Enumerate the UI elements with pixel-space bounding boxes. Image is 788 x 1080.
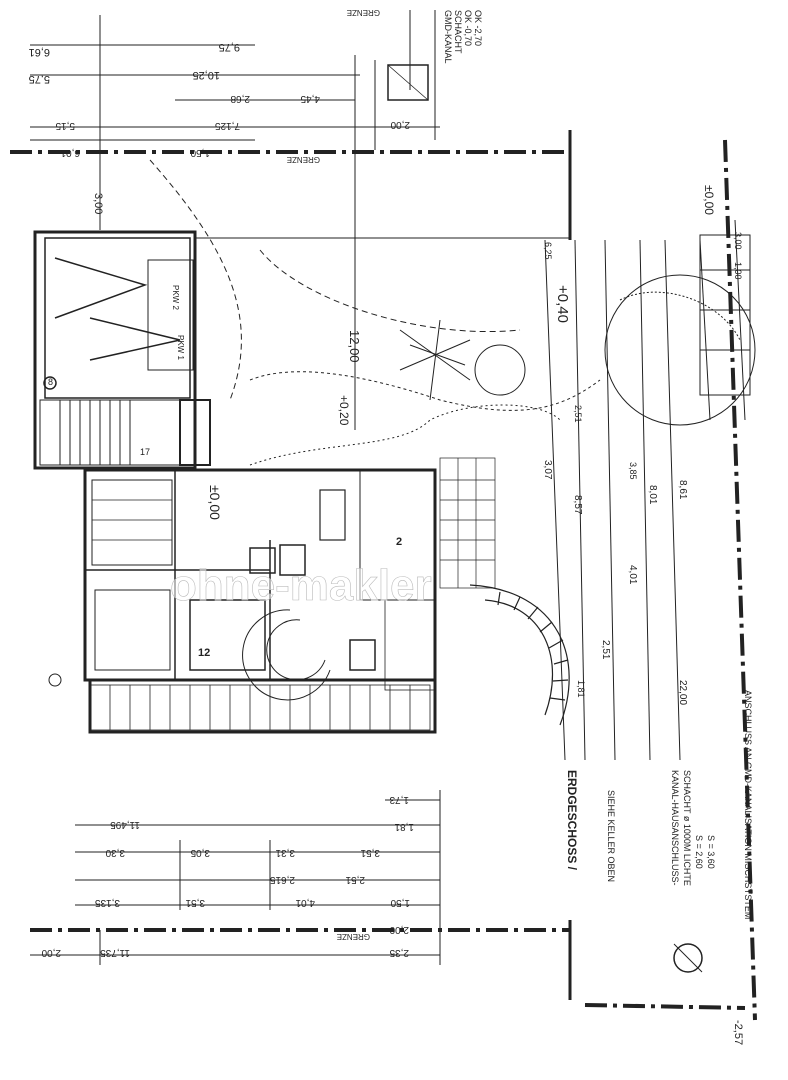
room-12: 12 xyxy=(198,647,210,659)
dim-150: 1,50 xyxy=(190,147,210,158)
interior-walls xyxy=(85,469,436,680)
dim-100: 1,00 xyxy=(733,262,743,280)
dim-857: 8,57 xyxy=(572,495,583,515)
dim-575: 5,75 xyxy=(29,73,50,85)
stairs-left xyxy=(39,399,211,466)
dim-200: 2,00 xyxy=(390,119,410,130)
garden xyxy=(149,159,756,466)
pkw-1-label: PKW 1 xyxy=(176,335,185,360)
level-zero-right: ±0,00 xyxy=(702,185,716,215)
dim-351b: 3,51 xyxy=(185,897,205,908)
watermark: ohne-makler xyxy=(170,561,432,610)
level-bottom-left: -2,57 xyxy=(732,1020,744,1045)
dim-1025: 10,25 xyxy=(192,69,220,81)
boundary-right xyxy=(723,139,757,1021)
dim-251b: 2,51 xyxy=(345,874,365,885)
boundary-bottom-right xyxy=(584,1003,746,1010)
dim-801: 8,01 xyxy=(647,485,658,505)
kanal-schacht-bottom xyxy=(673,943,703,973)
kanal-text-4: S = 3,60 xyxy=(706,835,716,869)
dim-861: 8,61 xyxy=(677,480,688,500)
garage xyxy=(43,237,570,399)
dim-601: 6,01 xyxy=(60,147,80,158)
kanal-gmd-text: ANSCHLUSS AN GMD-KANALISATION MISCHSYSTE… xyxy=(743,690,753,919)
grenze-top: GRENZE xyxy=(287,155,320,164)
dim-150b: 1,50 xyxy=(390,897,410,908)
level-plus-040: +0,40 xyxy=(554,285,571,323)
dim-173: 1,73 xyxy=(389,794,409,805)
bottom-dimension-lines xyxy=(30,790,441,965)
dim-330: 3,30 xyxy=(105,847,125,858)
room-8: 8 xyxy=(48,377,53,387)
dim-251: 2,51 xyxy=(600,640,611,660)
dim-307: 3,07 xyxy=(542,460,553,480)
dim-331: 3,31 xyxy=(275,847,295,858)
dim-515: 5,15 xyxy=(55,120,75,131)
dim-268: 2,68 xyxy=(230,93,250,104)
dim-2200: 22,00 xyxy=(677,680,688,705)
level-garden: +0,20 xyxy=(337,395,351,426)
dim-2615: 2,615 xyxy=(270,874,295,885)
floor-subtitle: SIEHE KELLER OBEN xyxy=(606,790,616,882)
span-1200: 12,00 xyxy=(347,330,362,363)
schacht-label-2: SCHACHT xyxy=(453,10,463,54)
kanal-text-3: S = 2,60 xyxy=(694,835,704,869)
dim-351: 3,51 xyxy=(360,847,380,858)
dim-235: 2,35 xyxy=(389,947,409,958)
terrace xyxy=(89,599,436,731)
external-spiral-stair xyxy=(469,584,570,726)
dim-200-bottom-2: 2,00 xyxy=(389,924,409,935)
dim-401b: 4,01 xyxy=(295,897,315,908)
patio-grid xyxy=(439,457,496,589)
dim-200-bottom: 2,00 xyxy=(41,947,61,958)
level-zero-left: ±0,00 xyxy=(207,485,223,520)
floor-title: ERDGESCHOSS / xyxy=(565,770,579,871)
dim-401: 4,01 xyxy=(627,565,638,585)
room-2: 2 xyxy=(396,536,402,548)
dim-181b: 1,81 xyxy=(394,821,414,832)
pkw-2-label: PKW 2 xyxy=(171,285,180,310)
dim-3135: 3,135 xyxy=(95,897,120,908)
schacht-label-3: OK -0,70 xyxy=(463,10,473,46)
grenze-bottom: GRENZE xyxy=(337,932,370,941)
inner-stair xyxy=(242,609,331,701)
room-17: 17 xyxy=(140,447,150,457)
dim-445: 4,45 xyxy=(300,93,320,104)
dim-712: 7,125 xyxy=(215,120,240,131)
kanal-text-2: SCHACHT ø 1000M LICHTE xyxy=(682,770,692,886)
right-dimension-lines xyxy=(544,219,751,761)
dim-385: 3,85 xyxy=(628,462,638,480)
dim-251-side: 2,51 xyxy=(573,405,583,423)
dim-305: 3,05 xyxy=(190,847,210,858)
kanal-text-1: KANAL-HAUSANSCHLUSS- xyxy=(670,770,680,886)
dim-11735: 11,735 xyxy=(100,947,130,958)
dim-661: 6,61 xyxy=(29,46,50,58)
dim-625: 6,25 xyxy=(543,242,553,260)
schacht-label-1: GMD-KANAL xyxy=(443,10,453,64)
dim-300b: 3,00 xyxy=(733,232,743,250)
dim-1149: 11,495 xyxy=(110,819,140,830)
schacht-label-4: OK -2,70 xyxy=(473,10,483,46)
kanal-schacht-top xyxy=(387,64,429,101)
dim-181: 1,81 xyxy=(576,680,586,698)
dim-300-top: 3,00 xyxy=(92,193,104,214)
dim-975: 9,75 xyxy=(219,41,240,53)
top-dimension-lines xyxy=(30,10,440,430)
grenze-top-2: GRENZE xyxy=(347,8,380,17)
